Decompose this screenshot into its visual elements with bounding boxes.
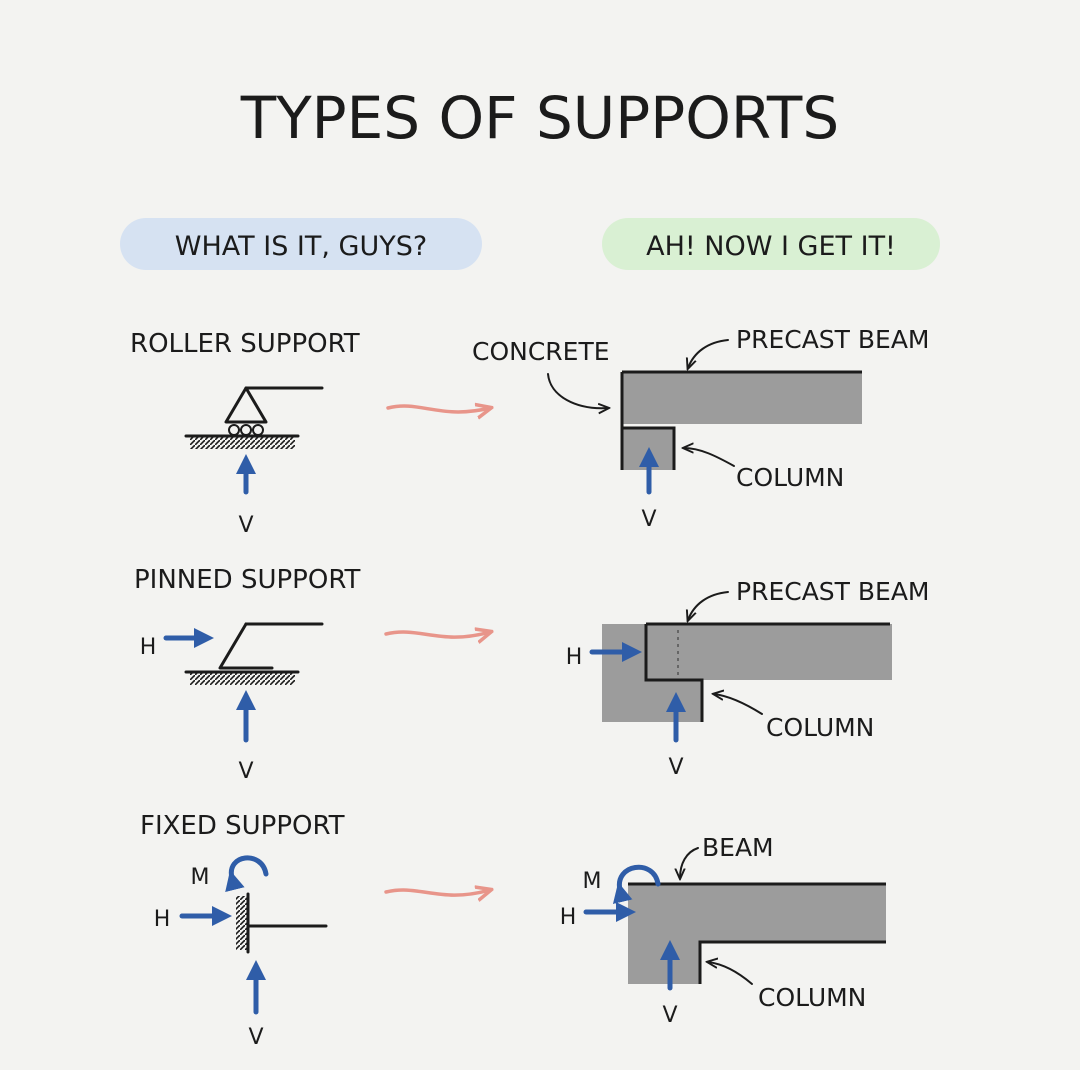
pinned-column <box>602 680 702 722</box>
fixed-h-label: H <box>154 907 171 932</box>
fixed-moment-arrow <box>225 855 269 893</box>
roller-v-label: V <box>238 513 253 538</box>
fixed-m-label: M <box>191 865 210 890</box>
fixed-beam <box>628 884 886 942</box>
roller-support-symbol <box>184 386 324 449</box>
pinned-row: PINNED SUPPORT H V H V PRECAST BEAM COLU… <box>134 565 930 784</box>
fixed-row: FIXED SUPPORT M H V M H V BEAM COLUMN <box>140 811 886 1050</box>
roller-beam-pointer <box>688 339 729 368</box>
fixed-column-label: COLUMN <box>758 983 866 1012</box>
page-title: TYPES OF SUPPORTS <box>240 84 839 152</box>
pinned-column-pointer <box>714 694 763 715</box>
pinned-support-label: PINNED SUPPORT <box>134 565 360 595</box>
fixed-beam-pointer <box>680 847 699 878</box>
roller-real-v-label: V <box>641 507 656 532</box>
pinned-precast-beam <box>602 624 892 680</box>
pinned-beam-label: PRECAST BEAM <box>736 577 930 606</box>
roller-transition-arrow <box>386 406 490 412</box>
fixed-support-symbol <box>236 892 328 954</box>
fixed-real-m-label: M <box>583 869 602 894</box>
pinned-support-symbol <box>184 622 324 685</box>
concrete-pointer <box>547 373 608 408</box>
fixed-transition-arrow <box>384 890 490 895</box>
right-header: AH! NOW I GET IT! <box>646 231 896 262</box>
roller-support-label: ROLLER SUPPORT <box>130 329 360 359</box>
pinned-h-label: H <box>140 635 157 660</box>
roller-column-pointer <box>684 448 735 467</box>
roller-precast-beam <box>622 372 862 424</box>
fixed-column-pointer <box>708 962 753 985</box>
pinned-column-label: COLUMN <box>766 713 874 742</box>
fixed-real-h-label: H <box>560 905 577 930</box>
pinned-real-v-label: V <box>668 755 683 780</box>
left-header: WHAT IS IT, GUYS? <box>175 231 427 262</box>
fixed-real-v-label: V <box>662 1003 677 1028</box>
roller-column-label: COLUMN <box>736 463 844 492</box>
fixed-column <box>628 942 700 984</box>
pinned-transition-arrow <box>384 632 490 637</box>
fixed-v-label: V <box>248 1025 263 1050</box>
roller-row: ROLLER SUPPORT V V CONCRETE PRECAST BEAM… <box>130 325 930 538</box>
fixed-support-label: FIXED SUPPORT <box>140 811 345 841</box>
fixed-beam-label: BEAM <box>702 833 774 862</box>
right-header-highlight <box>602 218 940 270</box>
pinned-beam-pointer <box>688 591 729 620</box>
left-header-highlight <box>120 218 482 270</box>
pinned-v-label: V <box>238 759 253 784</box>
roller-beam-label: PRECAST BEAM <box>736 325 930 354</box>
concrete-label: CONCRETE <box>472 337 610 366</box>
pinned-real-h-label: H <box>566 645 583 670</box>
fixed-real-moment-arrow <box>612 864 661 904</box>
